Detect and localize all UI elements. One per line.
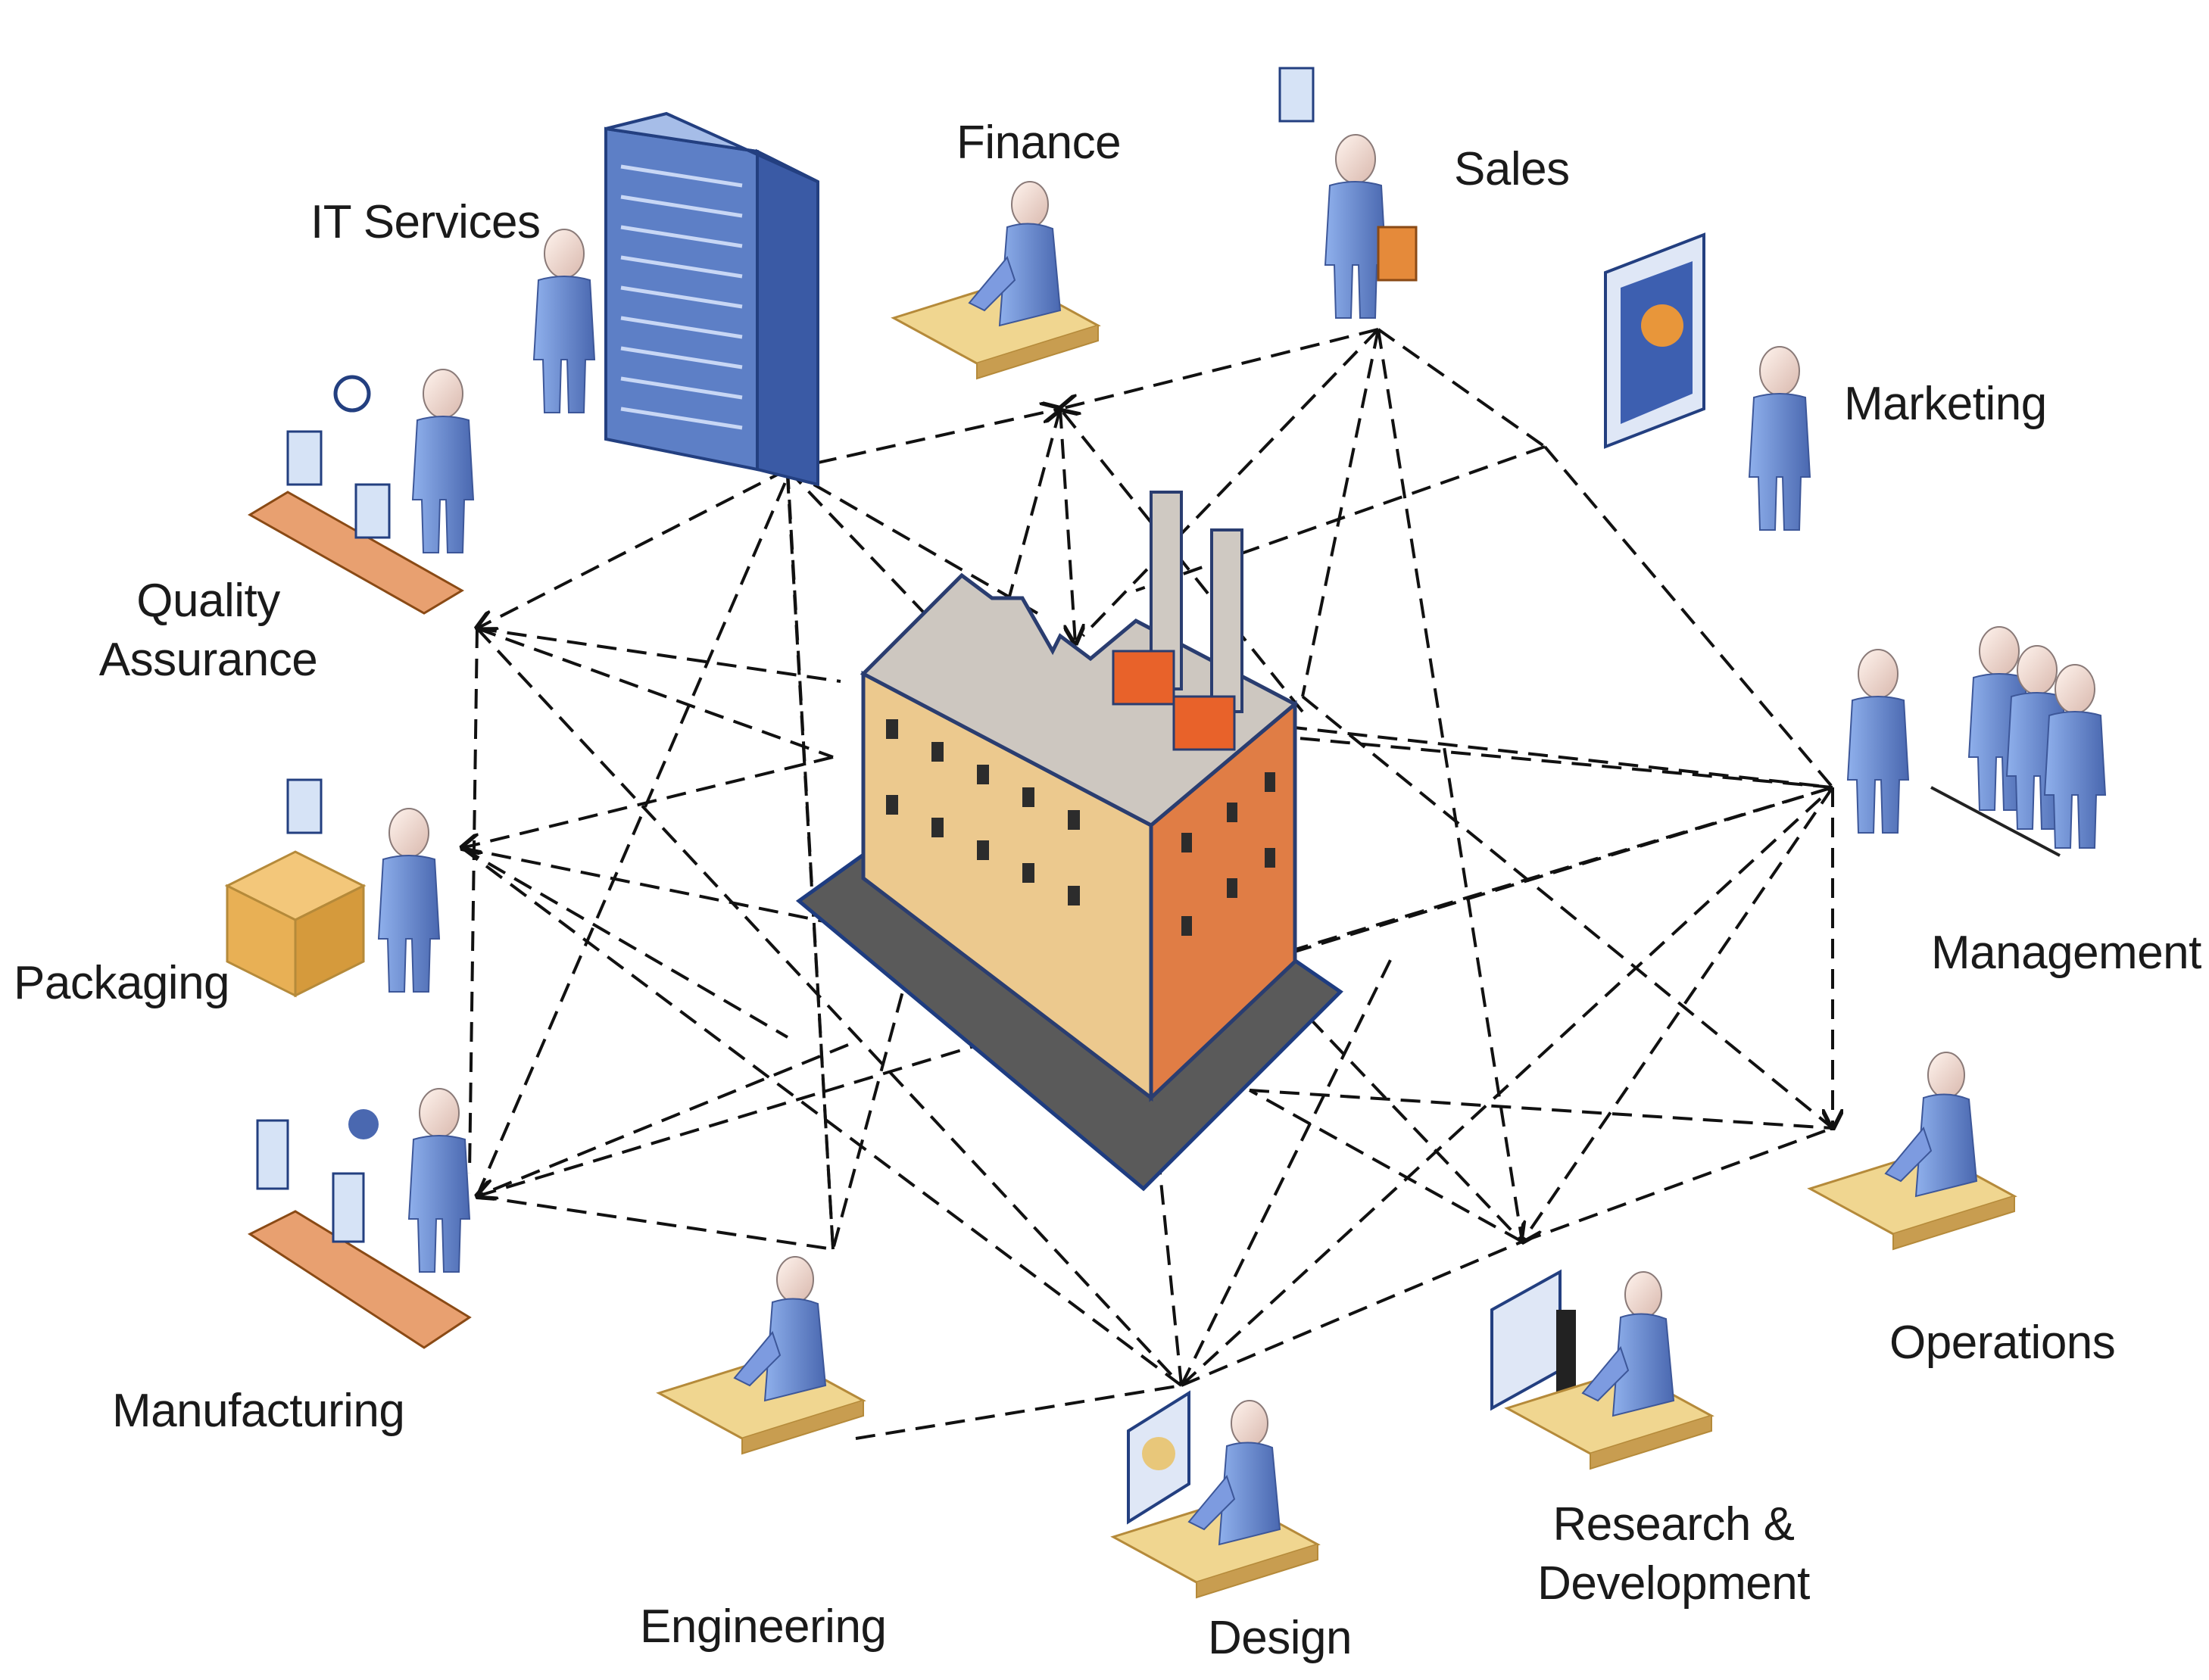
manufacturing-label: Manufacturing [112, 1385, 405, 1437]
box-icon [224, 778, 367, 998]
salesperson-icon [1324, 134, 1387, 319]
tablet-icon [1278, 67, 1315, 123]
presentation-board-icon [1604, 232, 1705, 449]
inspector-icon [412, 369, 474, 553]
research-development-label-line1: Research & [1552, 1498, 1795, 1551]
assembly-line-icon [247, 1109, 472, 1349]
quality-assurance-label-line1: Quality [136, 575, 280, 627]
design-monitor-icon [1127, 1390, 1190, 1525]
marketer-icon [1749, 346, 1811, 531]
engineering-desk-icon [657, 1255, 865, 1455]
sales-label: Sales [1454, 143, 1570, 195]
quality-assurance-label: Quality Assurance [98, 572, 318, 689]
research-development-label-line2: Development [1537, 1557, 1810, 1610]
packaging-label: Packaging [14, 957, 230, 1009]
management-team-icon [1847, 626, 2106, 857]
engineering-label: Engineering [640, 1601, 887, 1653]
assembler-icon [408, 1088, 470, 1273]
briefcase-icon [1377, 226, 1418, 282]
packer-icon [378, 808, 440, 993]
finance-label: Finance [956, 117, 1122, 169]
quality-assurance-label-line2: Assurance [98, 633, 318, 686]
factory-icon [795, 491, 1343, 1192]
research-development-label: Research & Development [1515, 1495, 1833, 1613]
management-label: Management [1931, 927, 2201, 979]
finance-desk-icon [892, 180, 1100, 380]
operations-desk-icon [1808, 1051, 2016, 1251]
research-monitor-icon [1490, 1269, 1576, 1411]
it-technician-icon [533, 229, 595, 413]
marketing-label: Marketing [1844, 378, 2047, 430]
server-rack-icon [604, 111, 819, 487]
it-services-label: IT Services [310, 196, 541, 248]
design-label: Design [1208, 1612, 1353, 1664]
conveyor-inspection-icon [248, 375, 464, 615]
operations-label: Operations [1889, 1317, 2116, 1369]
